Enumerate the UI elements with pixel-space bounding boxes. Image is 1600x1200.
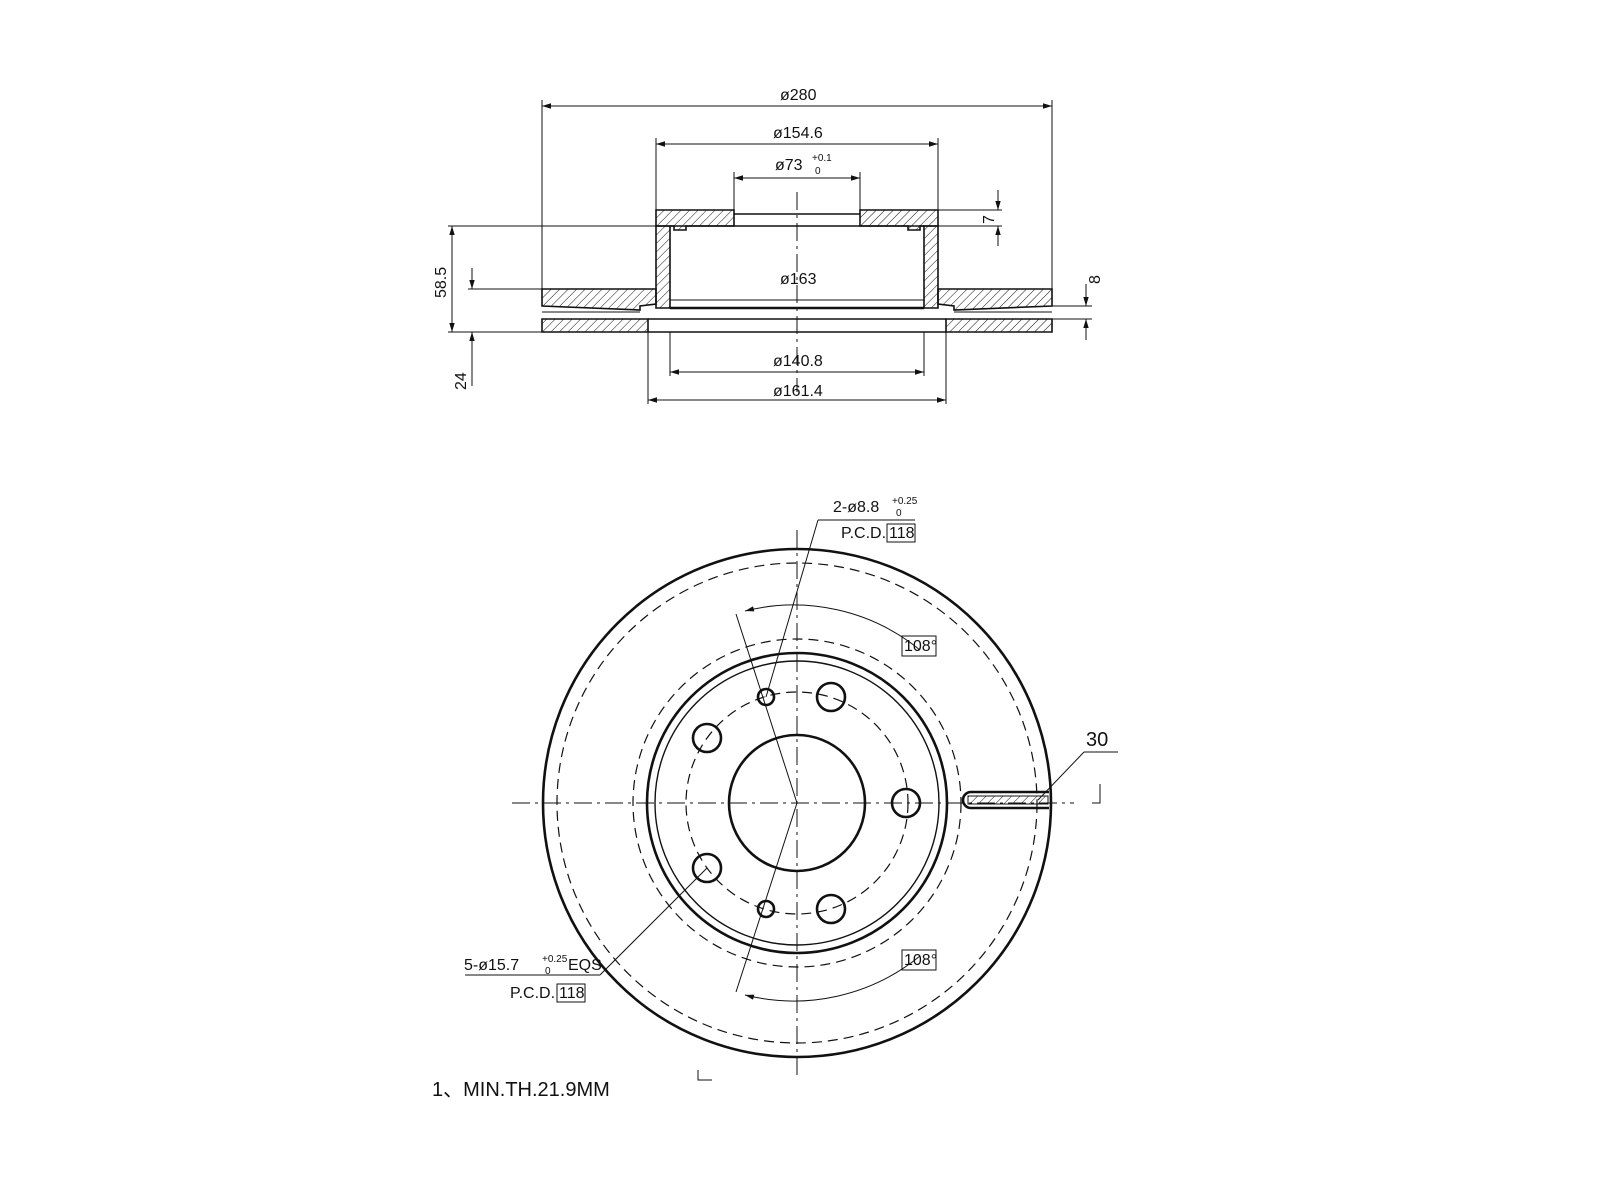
bolt-holes-pcd-label: P.C.D. [510,985,555,1002]
small-holes-pcd-label: P.C.D. [841,525,886,542]
angle-top-label: 108° [904,638,937,655]
dim-lower-height: 24 [453,372,470,390]
dim-hat-top-diameter: ø154.6 [773,125,823,142]
small-holes-label: 2-ø8.8 [833,499,879,516]
dim-lower-outer-diameter: ø161.4 [773,383,823,400]
bolt-holes [691,681,922,925]
wear-slot [961,790,1049,810]
small-holes-tol-upper: +0.25 [892,496,918,507]
bolt-holes-suffix: EQS [568,957,602,974]
side-section-view: ø280 ø154.6 ø73 +0.1 0 ø163 ø140.8 ø161.… [433,87,1104,404]
slot-width-label: 30 [1086,729,1108,751]
dim-hat-inner-diameter: ø163 [780,271,817,288]
bolt-holes-label: 5-ø15.7 [464,957,519,974]
bolt-holes-tol-lower: 0 [545,966,551,977]
dim-lower-inner-diameter: ø140.8 [773,353,823,370]
dim-outer-diameter: ø280 [780,87,817,104]
dim-hat-thickness: 7 [981,215,998,224]
bolt-holes-pcd-value: 118 [559,985,585,1002]
dim-center-bore-tol-upper: +0.1 [812,153,832,164]
min-thickness-note: 1、MIN.TH.21.9MM [432,1079,610,1101]
dim-friction-thickness: 8 [1087,275,1104,284]
dim-center-bore: ø73 [775,157,803,174]
dim-center-bore-tol-lower: 0 [815,166,821,177]
locating-holes [756,687,776,919]
small-holes-tol-lower: 0 [896,508,902,519]
dim-total-height: 58.5 [433,267,450,298]
angle-bottom-label: 108° [904,952,937,969]
bolt-holes-tol-upper: +0.25 [542,954,568,965]
front-view: 2-ø8.8 +0.25 0 P.C.D. 118 108° 108° 30 5… [464,496,1118,1081]
small-holes-pcd-value: 118 [889,525,915,542]
